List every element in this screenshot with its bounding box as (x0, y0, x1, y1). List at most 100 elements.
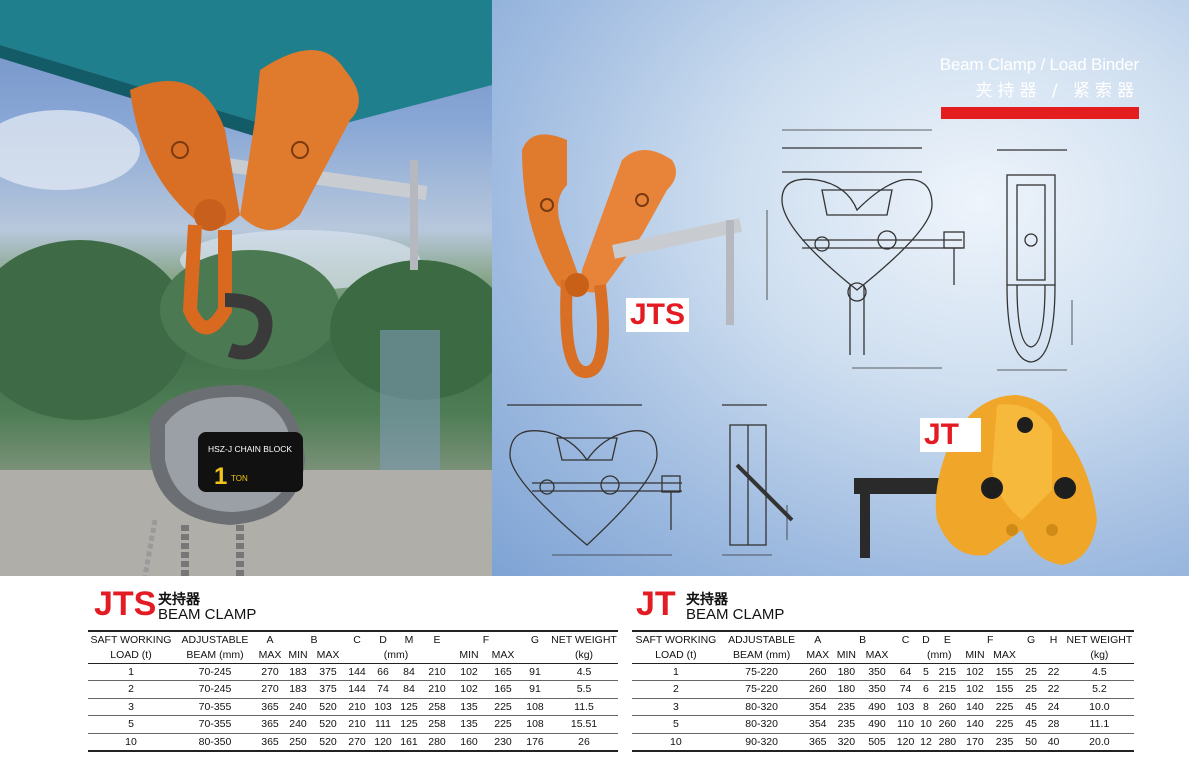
table-cell: 258 (422, 715, 452, 734)
subheader-cell: MAX (316, 648, 340, 661)
banner-title-cn: 夹持器 / 紧索器 (975, 81, 1139, 101)
table-cell: 235 (989, 733, 1020, 752)
table-cell: 320 (832, 733, 861, 752)
table-cell: 70-245 (174, 663, 256, 681)
table-cell: 102 (960, 663, 990, 681)
table-cell: 260 (803, 663, 833, 681)
subheader-cell: MIN (459, 648, 479, 661)
table-cell: 350 (860, 680, 894, 699)
header-cell: F (482, 633, 490, 646)
table-cell: 12 (917, 733, 935, 752)
photo-beam-clamp-with-chain-block: HSZ-J CHAIN BLOCK 1 TON (0, 0, 492, 576)
subheader-cell: MIN (965, 648, 985, 661)
table-cell: 25 (1019, 663, 1043, 681)
table-cell: 490 (860, 698, 894, 716)
table-cell: 84 (396, 680, 422, 699)
jts-section-title: JTS 夹持器 BEAM CLAMP (88, 585, 618, 630)
table-cell: 120 (370, 733, 396, 752)
header-cell: F (987, 633, 994, 646)
subheader-cell: MIN (836, 648, 856, 661)
table-cell: 183 (284, 663, 312, 681)
header-cell: A (814, 633, 822, 646)
table-cell: 270 (344, 733, 370, 752)
jts-title-en: BEAM CLAMP (158, 606, 257, 623)
table-cell: 260 (934, 715, 961, 734)
table-cell: 135 (452, 715, 486, 734)
table-cell: 80-320 (719, 698, 804, 716)
table-cell: 520 (312, 715, 344, 734)
table-cell: 75-220 (719, 680, 804, 699)
table-cell: 354 (803, 698, 833, 716)
table-cell: 235 (832, 715, 861, 734)
table-cell: 180 (832, 663, 861, 681)
header-cell: G (1027, 633, 1036, 646)
table-cell: 180 (832, 680, 861, 699)
jt-spec-table: SAFT WORKING ADJUSTABLE A B C D E F G H … (632, 630, 1134, 752)
table-cell: 111 (370, 715, 396, 734)
header-cell: ADJUSTABLE (728, 633, 796, 646)
subheader-cell: (mm) (383, 648, 409, 661)
jt-product-tag: JT (920, 418, 982, 452)
table-cell: 2 (632, 680, 720, 699)
chain-block-model-text: HSZ-J CHAIN BLOCK (208, 444, 292, 454)
table-cell: 64 (893, 663, 918, 681)
table-cell: 1 (632, 663, 720, 681)
table-cell: 225 (486, 715, 520, 734)
subheader-cell: MAX (993, 648, 1016, 661)
jt-spec-section: JT 夹持器 BEAM CLAMP SAFT WORKING ADJUSTABL… (632, 585, 1134, 752)
table-cell: 490 (860, 715, 894, 734)
table-cell: 140 (960, 715, 990, 734)
table-cell: 155 (989, 680, 1020, 699)
table-cell: 11.1 (1064, 715, 1134, 734)
table-cell: 84 (396, 663, 422, 681)
table-cell: 91 (520, 663, 550, 681)
table-cell: 354 (803, 715, 833, 734)
table-cell: 102 (960, 680, 990, 699)
jts-header-row: SAFT WORKING ADJUSTABLE A B C D M E F G … (88, 631, 618, 647)
table-cell: 102 (452, 680, 486, 699)
table-cell: 140 (960, 698, 990, 716)
jts-spec-table: SAFT WORKING ADJUSTABLE A B C D M E F G … (88, 630, 618, 752)
table-cell: 144 (344, 680, 370, 699)
subheader-cell: LOAD (t) (110, 648, 152, 661)
table-cell: 240 (284, 715, 312, 734)
table-cell: 5.2 (1064, 680, 1134, 699)
table-cell: 215 (934, 663, 961, 681)
header-cell: D (922, 633, 930, 646)
table-cell: 5 (917, 663, 935, 681)
table-cell: 103 (370, 698, 396, 716)
table-cell: 75-220 (719, 663, 804, 681)
table-cell: 22 (1042, 680, 1065, 699)
header-cell: E (433, 633, 441, 646)
table-cell: 103 (893, 698, 918, 716)
jt-side-drawing (722, 404, 794, 556)
table-cell: 108 (520, 715, 550, 734)
table-cell: 135 (452, 698, 486, 716)
chain-block-capacity: 1 (214, 463, 227, 490)
table-cell: 210 (422, 663, 452, 681)
jt-title-cn: 夹持器 (686, 592, 728, 608)
header-cell: B (859, 633, 867, 646)
table-cell: 74 (370, 680, 396, 699)
table-cell: 91 (520, 680, 550, 699)
table-cell: 45 (1019, 698, 1043, 716)
table-cell: 280 (422, 733, 452, 752)
table-cell: 210 (344, 715, 370, 734)
table-cell: 520 (312, 733, 344, 752)
table-cell: 125 (396, 698, 422, 716)
jt-section-title: JT 夹持器 BEAM CLAMP (632, 585, 1134, 630)
table-cell: 5 (88, 715, 174, 734)
table-cell: 270 (256, 680, 284, 699)
jt-model-label: JT (636, 585, 676, 623)
jts-clamp-image (522, 134, 743, 378)
table-cell: 15.51 (550, 715, 618, 734)
table-cell: 270 (256, 663, 284, 681)
